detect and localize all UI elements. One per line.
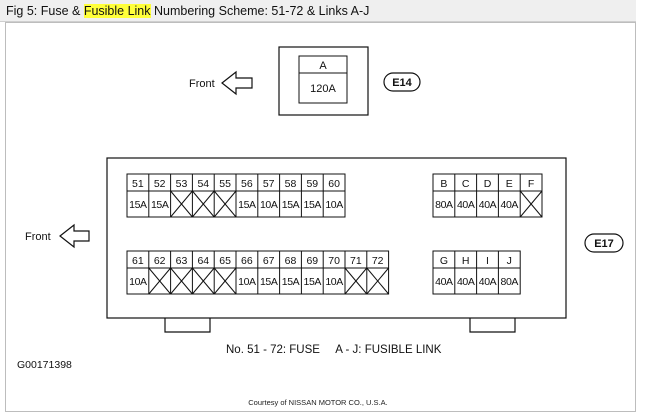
main-block-clip-left — [164, 318, 211, 333]
fuse-number-60: 60 — [328, 178, 340, 190]
fuse-number-54: 54 — [197, 178, 209, 190]
fuse-rating-52: 15A — [151, 199, 169, 211]
e14-connector-tag — [383, 72, 421, 92]
link-rating-J: 80A — [501, 276, 519, 288]
fuse-empty-slot-64 — [192, 267, 215, 295]
credit-line: Courtesy of NISSAN MOTOR CO., U.S.A. — [248, 398, 388, 407]
fuse-rating-61: 10A — [129, 276, 147, 288]
fuse-number-70: 70 — [328, 255, 340, 267]
fuse-number-56: 56 — [241, 178, 253, 190]
fuse-number-53: 53 — [176, 178, 188, 190]
fuse-rating-66: 10A — [238, 276, 256, 288]
fuse-rating-60: 10A — [325, 199, 343, 211]
link-rating-G: 40A — [435, 276, 453, 288]
top-link-label: A — [319, 60, 327, 72]
main-front-label: Front — [25, 231, 51, 243]
link-number-G: G — [440, 255, 448, 267]
e17-connector-tag — [584, 233, 624, 253]
top-link-rating: 120A — [310, 83, 336, 95]
link-rating-B: 80A — [435, 199, 453, 211]
link-empty-slot-F — [519, 190, 543, 218]
link-rating-H: 40A — [457, 276, 475, 288]
fuse-empty-slot-65 — [213, 267, 237, 295]
fuse-rating-58: 15A — [282, 199, 300, 211]
fuse-number-67: 67 — [263, 255, 275, 267]
fuse-number-71: 71 — [350, 255, 362, 267]
fuse-number-55: 55 — [219, 178, 231, 190]
fuse-rating-51: 15A — [129, 199, 147, 211]
caption-suffix: Numbering Scheme: 51-72 & Links A-J — [150, 4, 370, 18]
e14-connector-label: E14 — [392, 77, 412, 89]
top-link-cell — [298, 55, 348, 104]
link-number-E: E — [506, 178, 513, 190]
fuse-empty-slot-55 — [213, 190, 237, 218]
legend-text: No. 51 - 72: FUSE A - J: FUSIBLE LINK — [226, 344, 442, 356]
fuse-rating-57: 10A — [260, 199, 278, 211]
link-number-D: D — [484, 178, 492, 190]
fuse-grids: 51 15A 52 15A 53 54 55 56 15A 57 10A 58 15A 59 15A 60 10… — [126, 173, 543, 295]
link-rating-E: 40A — [501, 199, 519, 211]
fuse-rating-56: 15A — [238, 199, 256, 211]
main-front-arrow-icon — [59, 223, 90, 249]
top-front-label: Front — [189, 78, 215, 90]
fuse-empty-slot-54 — [192, 190, 215, 218]
fuse-number-62: 62 — [154, 255, 166, 267]
fuse-rating-68: 15A — [282, 276, 300, 288]
fuse-empty-slot-72 — [366, 267, 389, 295]
fuse-number-66: 66 — [241, 255, 253, 267]
fuse-number-64: 64 — [197, 255, 209, 267]
caption-prefix: Fig 5: Fuse & — [6, 4, 84, 18]
link-number-F: F — [528, 178, 534, 190]
fuse-number-72: 72 — [372, 255, 384, 267]
top-link-block: A 120A — [278, 46, 369, 116]
fuse-number-68: 68 — [285, 255, 297, 267]
link-number-C: C — [462, 178, 470, 190]
link-number-I: I — [486, 255, 489, 267]
fuse-empty-slot-63 — [170, 267, 193, 295]
e17-connector-label: E17 — [594, 238, 614, 250]
figure-code: G00171398 — [17, 359, 72, 371]
link-number-B: B — [440, 178, 447, 190]
fuse-rating-67: 15A — [260, 276, 278, 288]
fuse-number-59: 59 — [306, 178, 318, 190]
fuse-number-69: 69 — [306, 255, 318, 267]
fuse-rating-70: 10A — [325, 276, 343, 288]
fuse-number-65: 65 — [219, 255, 231, 267]
fuse-empty-slot-71 — [344, 267, 368, 295]
link-rating-D: 40A — [479, 199, 497, 211]
main-block-clip-right — [469, 318, 516, 333]
caption-highlight: Fusible Link — [83, 4, 151, 18]
fuse-empty-slot-62 — [148, 267, 171, 295]
link-number-J: J — [507, 255, 512, 267]
figure-caption: Fig 5: Fuse & Fusible Link Numbering Sch… — [0, 0, 636, 22]
fuse-rating-69: 15A — [304, 276, 322, 288]
fuse-number-61: 61 — [132, 255, 144, 267]
fuse-number-51: 51 — [132, 178, 144, 190]
link-rating-I: 40A — [479, 276, 497, 288]
top-front-arrow-icon — [221, 70, 253, 96]
link-number-H: H — [462, 255, 470, 267]
fuse-number-52: 52 — [154, 178, 166, 190]
fuse-number-57: 57 — [263, 178, 275, 190]
link-rating-C: 40A — [457, 199, 475, 211]
fuse-rating-59: 15A — [304, 199, 322, 211]
fuse-number-63: 63 — [176, 255, 188, 267]
fuse-number-58: 58 — [285, 178, 297, 190]
fuse-empty-slot-53 — [170, 190, 193, 218]
